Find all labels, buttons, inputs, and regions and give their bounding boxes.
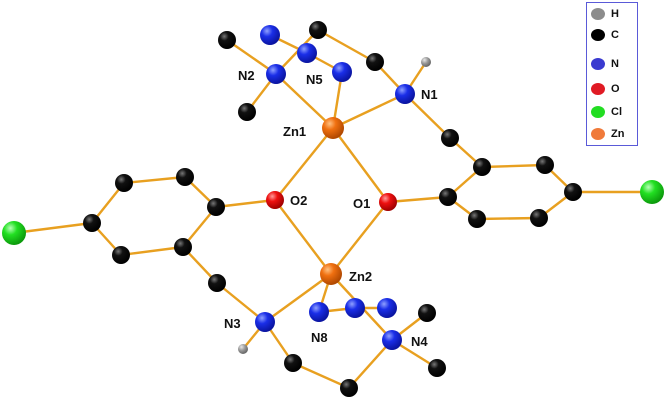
atom-c xyxy=(115,174,133,192)
label-o2: O2 xyxy=(290,193,307,208)
atom-n1 xyxy=(395,84,415,104)
atom-c xyxy=(284,354,302,372)
h-swatch-icon xyxy=(591,8,605,20)
legend-label: O xyxy=(611,83,620,95)
legend-label: Zn xyxy=(611,128,625,140)
atom-c xyxy=(418,304,436,322)
atom-n3 xyxy=(255,312,275,332)
label-o1: O1 xyxy=(353,196,370,211)
atom-labels: N2 N5 N1 Zn1 O2 O1 Zn2 N3 N8 N4 xyxy=(224,68,438,349)
n-swatch-icon xyxy=(591,58,605,70)
zn-swatch-icon xyxy=(591,128,605,140)
atom-c xyxy=(83,214,101,232)
atom-c xyxy=(340,379,358,397)
atom-c xyxy=(439,188,457,206)
atom-n xyxy=(345,298,365,318)
label-zn2: Zn2 xyxy=(349,269,372,284)
atom-c xyxy=(530,209,548,227)
atom-o2 xyxy=(266,191,284,209)
label-n5: N5 xyxy=(306,72,323,87)
atom-n8 xyxy=(309,302,329,322)
atom-h xyxy=(238,344,248,354)
label-n2: N2 xyxy=(238,68,255,83)
atom-n xyxy=(377,298,397,318)
atom-c xyxy=(468,210,486,228)
cl-swatch-icon xyxy=(591,106,605,118)
atom-cl xyxy=(640,180,664,204)
atom-o1 xyxy=(379,193,397,211)
atoms xyxy=(2,21,664,397)
atom-c xyxy=(218,31,236,49)
atom-n5 xyxy=(332,62,352,82)
atom-h xyxy=(421,57,431,67)
legend-item-cl: Cl xyxy=(591,105,622,119)
label-n4: N4 xyxy=(411,334,428,349)
o-swatch-icon xyxy=(591,83,605,95)
bonds xyxy=(12,28,654,390)
atom-zn1 xyxy=(322,117,344,139)
atom-c xyxy=(238,103,256,121)
legend-item-c: C xyxy=(591,28,619,42)
atom-n4 xyxy=(382,330,402,350)
legend-label: Cl xyxy=(611,106,622,118)
atom-n xyxy=(297,43,317,63)
atom-n2 xyxy=(266,64,286,84)
legend-label: H xyxy=(611,8,619,20)
legend-item-o: O xyxy=(591,82,620,96)
c-swatch-icon xyxy=(591,29,605,41)
atom-c xyxy=(441,129,459,147)
legend-item-zn: Zn xyxy=(591,127,624,141)
label-n1: N1 xyxy=(421,87,438,102)
label-n8: N8 xyxy=(311,330,328,345)
atom-zn2 xyxy=(320,263,342,285)
atom-c xyxy=(207,198,225,216)
label-n3: N3 xyxy=(224,316,241,331)
atom-c xyxy=(536,156,554,174)
legend-item-n: N xyxy=(591,57,619,71)
atom-c xyxy=(208,274,226,292)
legend-item-h: H xyxy=(591,7,619,21)
atom-c xyxy=(473,158,491,176)
atom-c xyxy=(366,53,384,71)
legend-label: C xyxy=(611,29,619,41)
label-zn1: Zn1 xyxy=(283,124,306,139)
atom-n xyxy=(260,25,280,45)
atom-cl xyxy=(2,221,26,245)
atom-c xyxy=(174,238,192,256)
legend-label: N xyxy=(611,58,619,70)
atom-c xyxy=(309,21,327,39)
atom-c xyxy=(112,246,130,264)
atom-c xyxy=(564,183,582,201)
element-legend: H C N O Cl Zn xyxy=(586,2,638,146)
atom-c xyxy=(176,168,194,186)
atom-c xyxy=(428,359,446,377)
